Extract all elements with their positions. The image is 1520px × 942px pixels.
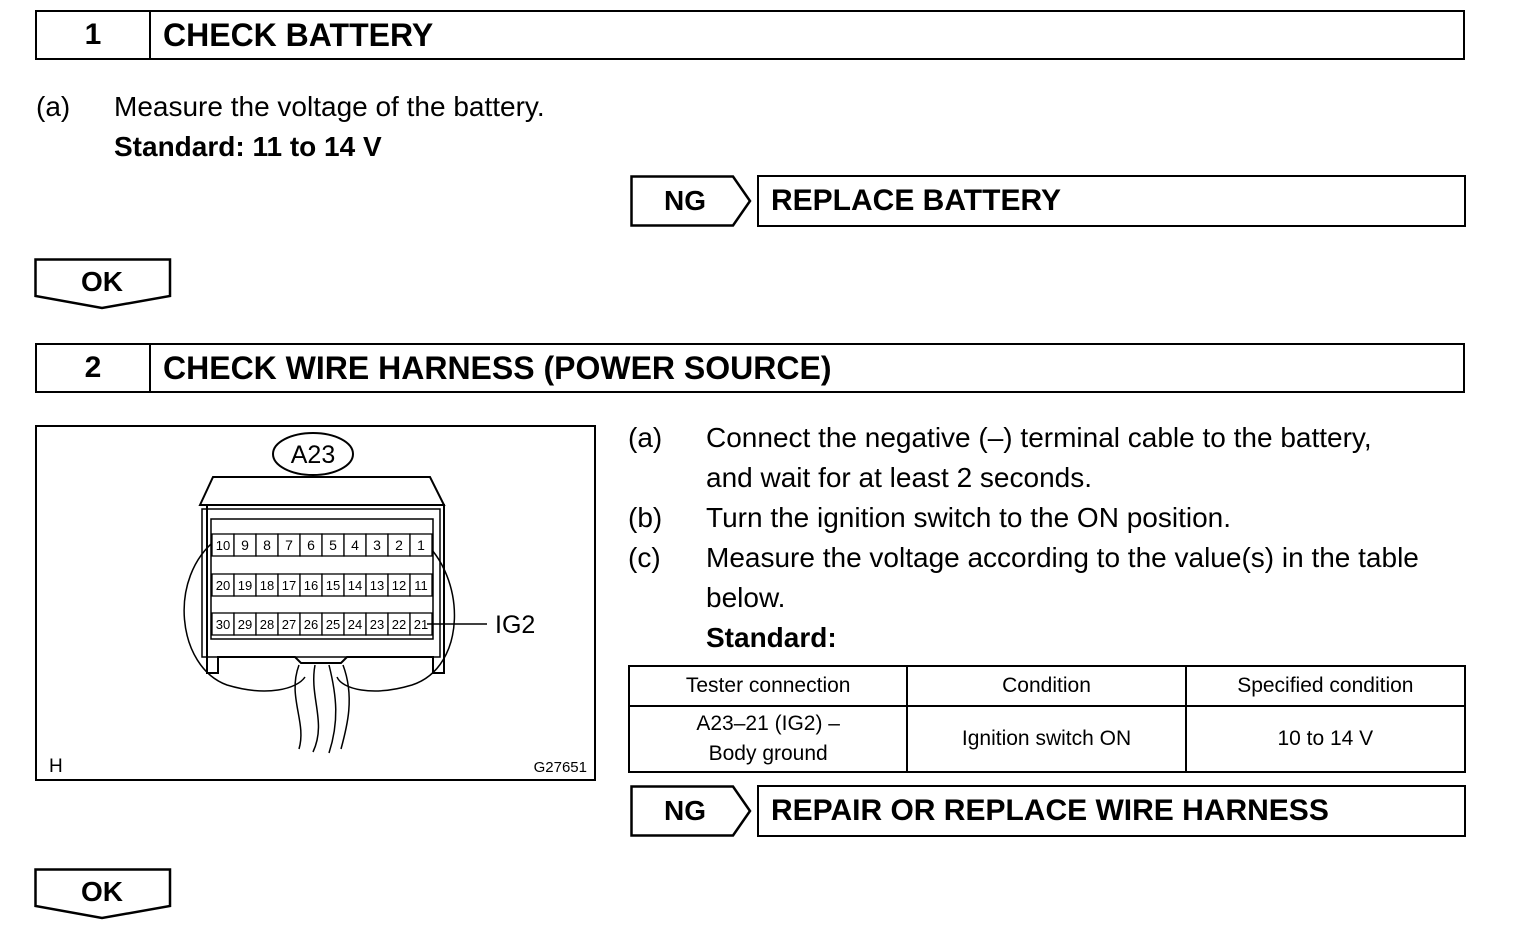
instruction-marker-a: (a) xyxy=(628,422,663,453)
ok-arrow-icon xyxy=(34,868,172,920)
spec-table: Tester connection Condition Specified co… xyxy=(627,665,1467,773)
instruction-c-line2: below. xyxy=(706,582,786,613)
pin-number: 16 xyxy=(304,578,318,593)
table-header-row: Tester connection Condition Specified co… xyxy=(627,665,1467,707)
pin-number: 19 xyxy=(238,578,252,593)
ng-action-box: REPLACE BATTERY xyxy=(757,175,1466,227)
step-2-header: 2 CHECK WIRE HARNESS (POWER SOURCE) xyxy=(35,343,1465,393)
ng-label: NG xyxy=(664,185,706,216)
pin-number: 21 xyxy=(414,617,428,632)
connector-id-label: A23 xyxy=(291,441,335,469)
table-header-cell: Specified condition xyxy=(1184,665,1467,707)
instruction-a-line2: and wait for at least 2 seconds. xyxy=(706,462,1092,493)
table-cell-specified: 10 to 14 V xyxy=(1184,705,1467,773)
ng-arrow-icon xyxy=(630,175,752,227)
pin-number: 17 xyxy=(282,578,296,593)
pin-number: 1 xyxy=(417,537,425,553)
pin-number: 10 xyxy=(216,538,230,553)
ng-label: NG xyxy=(664,795,706,826)
pin-number: 12 xyxy=(392,578,406,593)
table-header-cell: Tester connection xyxy=(627,665,909,707)
ok-arrow-icon xyxy=(34,258,172,310)
pin-number: 15 xyxy=(326,578,340,593)
instruction-a-line1: Connect the negative (–) terminal cable … xyxy=(706,422,1372,453)
ng-result-row: NG REPLACE BATTERY xyxy=(630,175,1466,227)
pin-cavity xyxy=(409,573,433,597)
pin-number: 30 xyxy=(216,617,230,632)
instruction-c-line1: Measure the voltage according to the val… xyxy=(706,542,1419,573)
ok-arrow: OK xyxy=(34,258,172,310)
step-number: 1 xyxy=(37,12,151,58)
pin-number: 25 xyxy=(326,617,340,632)
step-1-header: 1 CHECK BATTERY xyxy=(35,10,1465,60)
connection-line1: A23–21 (IG2) – xyxy=(696,712,840,735)
pin-number: 11 xyxy=(414,578,428,593)
pin-number: 2 xyxy=(395,537,403,553)
instruction-marker-c: (c) xyxy=(628,542,661,573)
ok-arrow: OK xyxy=(34,868,172,920)
standard-label: Standard: xyxy=(706,622,837,653)
ok-label: OK xyxy=(81,876,123,907)
pin-number: 29 xyxy=(238,617,252,632)
connection-line2: Body ground xyxy=(708,742,828,765)
pin-number: 26 xyxy=(304,617,318,632)
instruction-marker-b: (b) xyxy=(628,502,663,533)
pin-number: 9 xyxy=(241,537,249,553)
pin-number: 6 xyxy=(307,537,315,553)
pin-number: 18 xyxy=(260,578,274,593)
pin-cavity xyxy=(409,533,433,557)
pin-number: 28 xyxy=(260,617,274,632)
pin-number: 23 xyxy=(370,617,384,632)
table-row: A23–21 (IG2) – Body ground Ignition swit… xyxy=(627,705,1467,773)
ng-action-box: REPAIR OR REPLACE WIRE HARNESS xyxy=(757,785,1466,837)
pin-number: 7 xyxy=(285,537,293,553)
pin-number: 5 xyxy=(329,537,337,553)
figure-code: G27651 xyxy=(534,759,587,776)
pin-number: 24 xyxy=(348,617,362,632)
ng-result-row: NG REPAIR OR REPLACE WIRE HARNESS xyxy=(630,785,1466,837)
pin-number: 4 xyxy=(351,537,359,553)
pin-number: 22 xyxy=(392,617,406,632)
pin-number: 13 xyxy=(370,578,384,593)
instruction-marker: (a) xyxy=(36,91,71,122)
terminal-label-ig2: IG2 xyxy=(495,611,535,639)
table-cell-connection: A23–21 (IG2) – Body ground xyxy=(627,705,909,773)
instruction-text: Measure the voltage of the battery. xyxy=(114,91,545,122)
table-header-cell: Condition xyxy=(906,665,1187,707)
pin-number: 27 xyxy=(282,617,296,632)
ok-label: OK xyxy=(81,266,123,297)
pin-number: 8 xyxy=(263,537,271,553)
pin-number: 14 xyxy=(348,578,362,593)
step-number: 2 xyxy=(37,345,151,391)
pin-number: 3 xyxy=(373,537,381,553)
pin-number: 20 xyxy=(216,578,230,593)
standard-text: Standard: 11 to 14 V xyxy=(114,131,382,162)
step-title: CHECK BATTERY xyxy=(163,16,434,53)
step-title: CHECK WIRE HARNESS (POWER SOURCE) xyxy=(163,349,832,386)
table-cell-condition: Ignition switch ON xyxy=(906,705,1187,773)
instruction-b-line1: Turn the ignition switch to the ON posit… xyxy=(706,502,1231,533)
ng-arrow-icon xyxy=(630,785,752,837)
figure-corner-letter: H xyxy=(49,756,63,777)
